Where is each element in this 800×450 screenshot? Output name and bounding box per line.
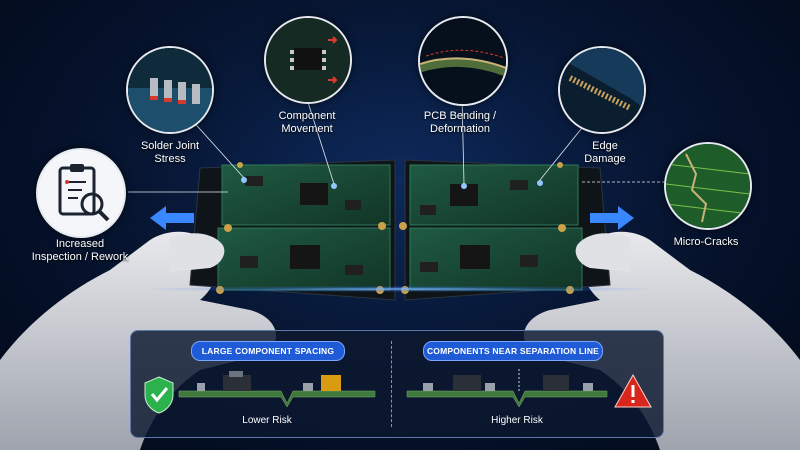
stress-hotspots (241, 177, 543, 189)
component-movement-callout (264, 16, 352, 104)
inspection-callout (36, 148, 126, 238)
left-thumb (170, 233, 225, 272)
right-thumb (575, 233, 630, 272)
edge-damage-callout (558, 46, 646, 134)
left-arrow-icon (150, 206, 194, 230)
micro-cracks-callout (664, 142, 752, 230)
pcb-bending-label: PCB Bending / Deformation (423, 110, 497, 135)
near-line-header: COMPONENTS NEAR SEPARATION LINE (423, 341, 603, 361)
large-spacing-header: LARGE COMPONENT SPACING (191, 341, 345, 361)
solder-joint-label: Solder Joint Stress (140, 140, 200, 165)
solder-joint-image (128, 48, 212, 132)
panel-divider (391, 341, 393, 427)
component-movement-label: Component Movement (278, 110, 336, 135)
pcb-bending-callout (418, 16, 508, 106)
shield-check-icon (144, 376, 174, 414)
solder-joint-callout (126, 46, 214, 134)
inspection-label: Increased Inspection / Rework (31, 238, 129, 263)
lower-risk-illustration (144, 371, 376, 414)
warning-triangle-icon (614, 373, 652, 408)
pcb-bending-image (420, 18, 506, 104)
edge-damage-image (560, 48, 644, 132)
pcb-board-bottom-right (409, 227, 583, 291)
right-arrow-icon (590, 206, 634, 230)
micro-cracks-label: Micro-Cracks (673, 236, 739, 248)
pcb-board-top-right (409, 164, 579, 226)
comparison-panel: LARGE COMPONENT SPACING COMPONENTS NEAR … (130, 330, 664, 438)
component-movement-image (266, 18, 350, 102)
pcb-board-bottom-left (217, 227, 391, 291)
edge-damage-label: Edge Damage (584, 140, 626, 165)
higher-risk-label: Higher Risk (491, 415, 543, 426)
micro-cracks-image (666, 144, 750, 228)
pcb-board-top-left (221, 164, 391, 226)
higher-risk-illustration (406, 369, 652, 408)
separation-glow (150, 286, 650, 292)
clipboard-magnifier-icon (38, 150, 124, 236)
lower-risk-label: Lower Risk (242, 415, 292, 426)
